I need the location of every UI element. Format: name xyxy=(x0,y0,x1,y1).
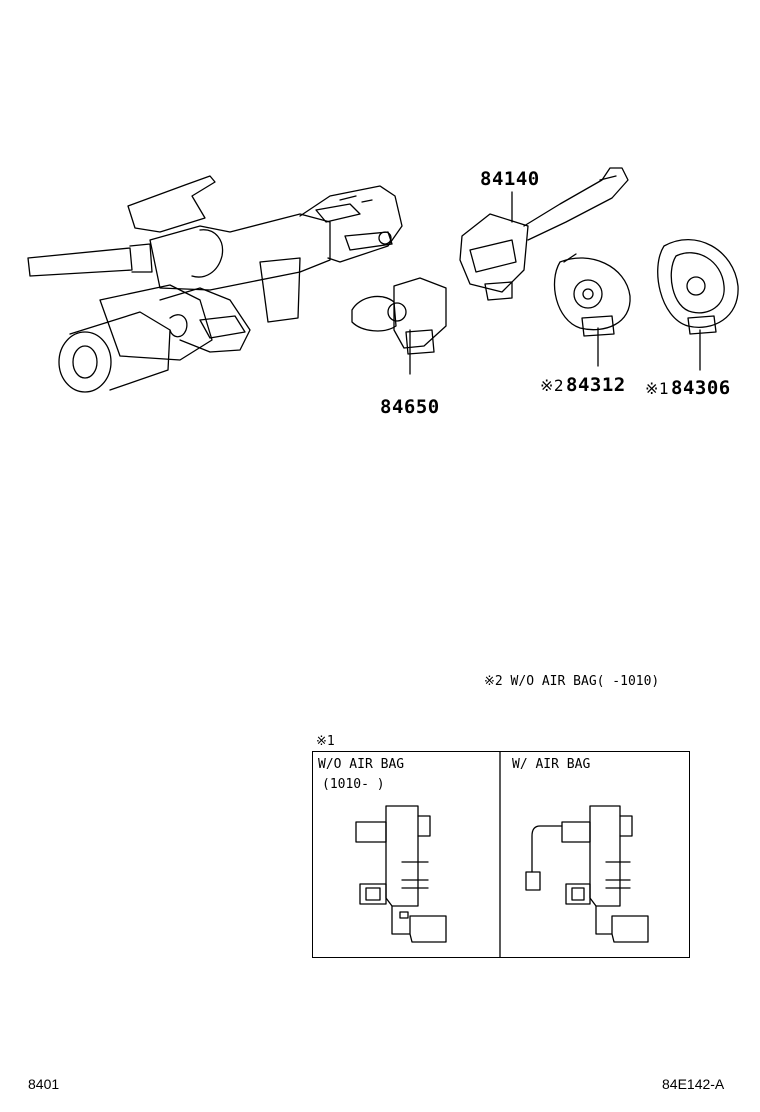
variant-left-title: W/O AIR BAG xyxy=(318,757,405,772)
variant-left-subtitle: (1010- ) xyxy=(322,777,385,792)
part-number: 84140 xyxy=(480,168,540,190)
part-84650-illustration xyxy=(351,277,447,375)
footnote-2: ※2 W/O AIR BAG( -1010) xyxy=(484,674,660,689)
part-footnote-mark: ※2 xyxy=(540,376,565,395)
part-footnote-mark: ※1 xyxy=(645,379,670,398)
part-number: 84312 xyxy=(566,374,626,396)
variant-left-illustration xyxy=(355,805,447,943)
part-label-84140[interactable]: 84140 xyxy=(480,168,540,190)
part-84312-illustration xyxy=(553,253,631,367)
footer-figure-code: 84E142-A xyxy=(662,1076,725,1092)
variant-right-illustration xyxy=(525,805,649,943)
part-84140-illustration xyxy=(459,167,629,301)
part-number: 84306 xyxy=(671,377,731,399)
footnote-1-mark: ※1 xyxy=(316,734,335,749)
part-label-84650[interactable]: 84650 xyxy=(380,396,440,418)
part-84306-illustration xyxy=(657,239,739,371)
footer-page-code: 8401 xyxy=(28,1076,60,1092)
steering-column-illustration xyxy=(27,175,403,393)
variant-comparison-box xyxy=(312,751,690,958)
variant-right-title: W/ AIR BAG xyxy=(512,757,591,772)
part-number: 84650 xyxy=(380,396,440,418)
